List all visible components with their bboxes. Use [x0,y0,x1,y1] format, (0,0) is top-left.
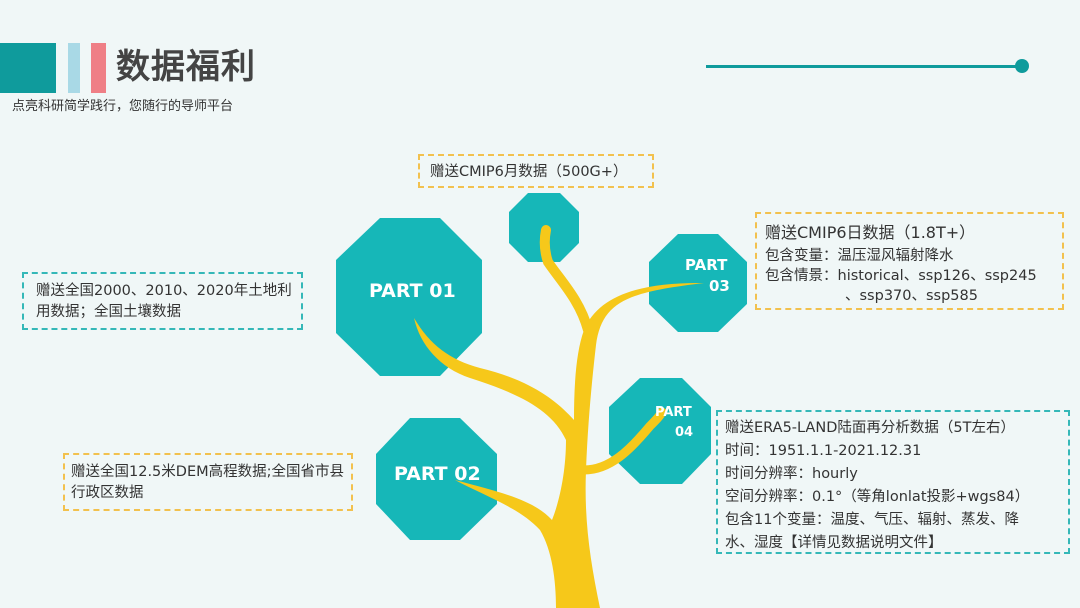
cmip6-daily-variables: 包含变量：温压湿风辐射降水 [765,248,954,264]
dem-text: 赠送全国12.5米DEM高程数据;全国省市县行政区数据 [71,464,345,501]
header-deco-dot [1015,59,1029,73]
page-title: 数据福利 [116,47,256,87]
octagon-part-04 [609,378,711,484]
era5-time: 时间：1951.1.1-2021.12.31 [725,443,922,459]
page-subtitle: 点亮科研简学践行，您随行的导师平台 [12,99,234,114]
era5-title: 赠送ERA5-LAND陆面再分析数据（5T左右） [725,420,1015,436]
tree-branch-top [539,225,593,335]
tree-trunk [414,282,704,608]
tree-branch-04 [579,407,667,475]
part-02-label: PART 02 [394,463,481,485]
header-coral-bar [91,43,106,93]
part-04-number: 04 [675,425,694,440]
octagon-part-02 [376,418,497,540]
part-03-word: PART [685,256,728,274]
era5-variables-2: 水、湿度【详情见数据说明文件】 [725,535,943,551]
part-04-label: PART 04 [655,403,693,443]
cmip6-daily-scenarios-1: 包含情景：historical、ssp126、ssp245 [765,268,1037,284]
landuse-box: 赠送全国2000、2010、2020年土地利用数据；全国土壤数据 [22,272,303,330]
header-blue-bar [68,43,80,93]
cmip6-monthly-box: 赠送CMIP6月数据（500G+） [418,154,654,188]
part-03-number: 03 [709,277,730,295]
era5-box: 赠送ERA5-LAND陆面再分析数据（5T左右） 时间：1951.1.1-202… [716,410,1070,554]
era5-content: 赠送ERA5-LAND陆面再分析数据（5T左右） 时间：1951.1.1-202… [725,417,1068,555]
part-04-word: PART [655,405,692,420]
cmip6-daily-title: 赠送CMIP6日数据（1.8T+） [765,223,976,242]
octagon-part-01 [336,218,482,376]
part-01-label: PART 01 [369,280,456,302]
era5-variables-1: 包含11个变量：温度、气压、辐射、蒸发、降 [725,512,1019,528]
header-teal-block [0,43,56,93]
part-03-label: PART 03 [685,255,730,297]
landuse-text: 赠送全国2000、2010、2020年土地利用数据；全国土壤数据 [36,283,292,320]
cmip6-monthly-text: 赠送CMIP6月数据（500G+） [430,164,628,180]
cmip6-daily-scenarios-2: 、ssp370、ssp585 [845,288,978,304]
era5-temporal-resolution: 时间分辨率：hourly [725,466,858,482]
cmip6-daily-box: 赠送CMIP6日数据（1.8T+） 包含变量：温压湿风辐射降水 包含情景：his… [755,212,1064,310]
header-deco-line [706,65,1022,68]
dem-box: 赠送全国12.5米DEM高程数据;全国省市县行政区数据 [63,453,353,511]
era5-spatial-resolution: 空间分辨率：0.1°（等角lonlat投影+wgs84） [725,489,1030,505]
